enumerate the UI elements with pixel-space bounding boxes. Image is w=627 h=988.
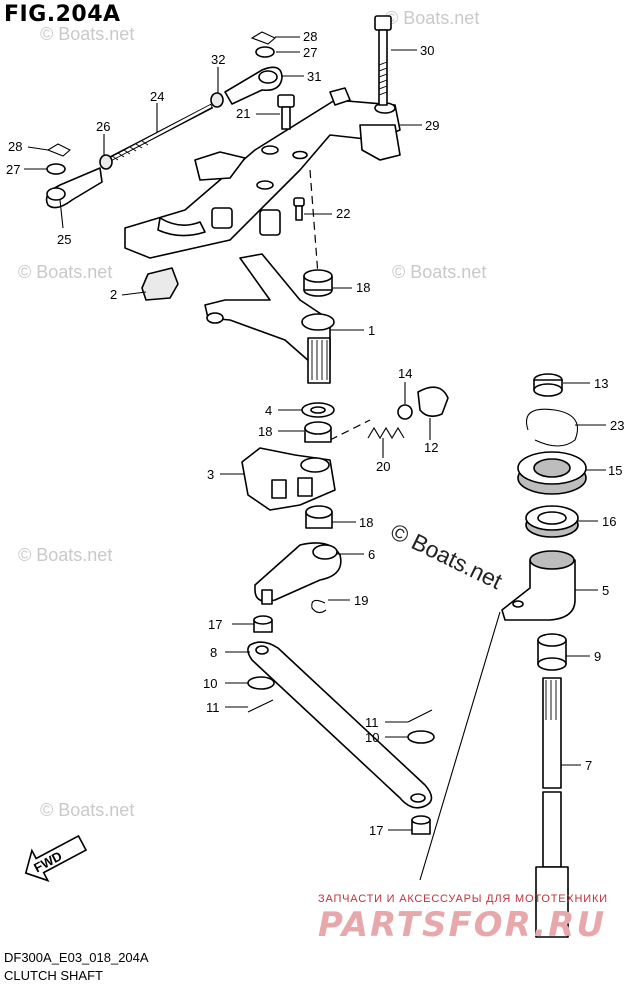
- callout-10: 10: [365, 730, 379, 745]
- callout-30: 30: [420, 43, 434, 58]
- callout-1: 1: [368, 323, 375, 338]
- callout-31: 31: [307, 69, 321, 84]
- callout-10: 10: [203, 676, 217, 691]
- callout-17: 17: [208, 617, 222, 632]
- bush-18: [304, 421, 332, 443]
- arm-6: [254, 542, 342, 605]
- rod-end-31: [224, 66, 283, 105]
- leader-lines: [24, 36, 606, 831]
- shop-logo: PARTSFOR.RU: [318, 905, 607, 945]
- bush-9: [537, 633, 567, 671]
- watermark-boats: © Boats.net: [385, 8, 480, 28]
- callout-16: 16: [602, 514, 616, 529]
- washer-4-hole: [310, 406, 326, 414]
- nut-26: [99, 154, 113, 170]
- callout-25: 25: [57, 232, 71, 247]
- plug-13: [533, 373, 563, 397]
- bush-18: [305, 505, 333, 529]
- figure-code: DF300A_E03_018_204A: [4, 950, 149, 965]
- callout-32: 32: [211, 52, 225, 67]
- link-8-hole: [255, 645, 269, 655]
- watermark-boats: © Boats.net: [18, 262, 113, 282]
- link-8-hole: [410, 793, 426, 803]
- callout-4: 4: [265, 403, 272, 418]
- callout-5: 5: [602, 583, 609, 598]
- fwd-arrow-icon: FWD: [24, 834, 88, 882]
- assembly-axis: [309, 169, 319, 276]
- callout-21: 21: [236, 106, 250, 121]
- watermark-boats: © Boats.net: [40, 24, 135, 44]
- callout-18: 18: [359, 515, 373, 530]
- callout-18: 18: [258, 424, 272, 439]
- watermark-boats: © Boats.net: [392, 262, 487, 282]
- bearing-15: [517, 451, 587, 495]
- bush-17: [253, 615, 273, 633]
- bolt-21: [277, 94, 295, 130]
- cam-block-3: [241, 447, 336, 511]
- washer-27: [46, 163, 66, 175]
- callout-3: 3: [207, 467, 214, 482]
- callout-23: 23: [610, 418, 624, 433]
- assembly-axis: [329, 419, 371, 441]
- e-ring-19: [311, 599, 327, 614]
- spring-20: [367, 426, 405, 440]
- callout-numbers: 28 27 32 31 30 24 21 29 26 28 27 25 22 2…: [6, 29, 624, 838]
- clutch-shaft-7: [535, 677, 569, 938]
- pin-11: [247, 699, 274, 713]
- clip-28: [250, 31, 277, 45]
- callout-8: 8: [210, 645, 217, 660]
- clutch-lever-1: [204, 253, 335, 384]
- bracket-29: [124, 87, 401, 259]
- collar-12: [417, 386, 449, 418]
- callout-27: 27: [6, 162, 20, 177]
- ball-14: [397, 404, 413, 420]
- fwd-label: FWD: [31, 848, 64, 875]
- callout-15: 15: [608, 463, 622, 478]
- bush-18: [303, 269, 333, 297]
- callout-14: 14: [398, 366, 412, 381]
- callout-2: 2: [110, 287, 117, 302]
- callout-12: 12: [424, 440, 438, 455]
- callout-28: 28: [8, 139, 22, 154]
- bush-17: [411, 815, 431, 835]
- callout-13: 13: [594, 376, 608, 391]
- link-8: [247, 641, 433, 809]
- callout-18: 18: [356, 280, 370, 295]
- callout-24: 24: [150, 89, 164, 104]
- watermark-boats: © Boats.net: [40, 800, 135, 820]
- rod-24: [106, 103, 214, 163]
- callout-28: 28: [303, 29, 317, 44]
- shaft-guide-5: [501, 550, 576, 621]
- screw-22: [293, 197, 305, 221]
- callout-27: 27: [303, 45, 317, 60]
- shop-tagline: ЗАПЧАСТИ И АКСЕССУАРЫ ДЛЯ МОТОТЕХНИКИ: [318, 893, 608, 905]
- bolt-30: [374, 15, 392, 106]
- nut-32: [210, 92, 224, 108]
- watermark-boats: © Boats.net: [18, 545, 113, 565]
- guide-line: [419, 611, 501, 881]
- callout-6: 6: [368, 547, 375, 562]
- callout-9: 9: [594, 649, 601, 664]
- callout-11: 11: [365, 715, 379, 730]
- seal-16: [525, 505, 579, 538]
- washer-27: [255, 46, 275, 58]
- callout-20: 20: [376, 459, 390, 474]
- holder-2: [141, 267, 179, 301]
- callout-17: 17: [369, 823, 383, 838]
- callout-29: 29: [425, 118, 439, 133]
- washer-10: [247, 676, 275, 690]
- washer-10: [407, 730, 435, 744]
- callout-19: 19: [354, 593, 368, 608]
- pin-11: [407, 709, 433, 723]
- callout-22: 22: [336, 206, 350, 221]
- clip-28: [46, 143, 71, 157]
- figure-title: FIG.204A: [4, 2, 121, 27]
- rod-end-25: [45, 167, 103, 209]
- callout-7: 7: [585, 758, 592, 773]
- snap-ring-23: [526, 408, 579, 447]
- callout-26: 26: [96, 119, 110, 134]
- figure-subtitle: CLUTCH SHAFT: [4, 968, 103, 983]
- callout-11: 11: [206, 700, 220, 715]
